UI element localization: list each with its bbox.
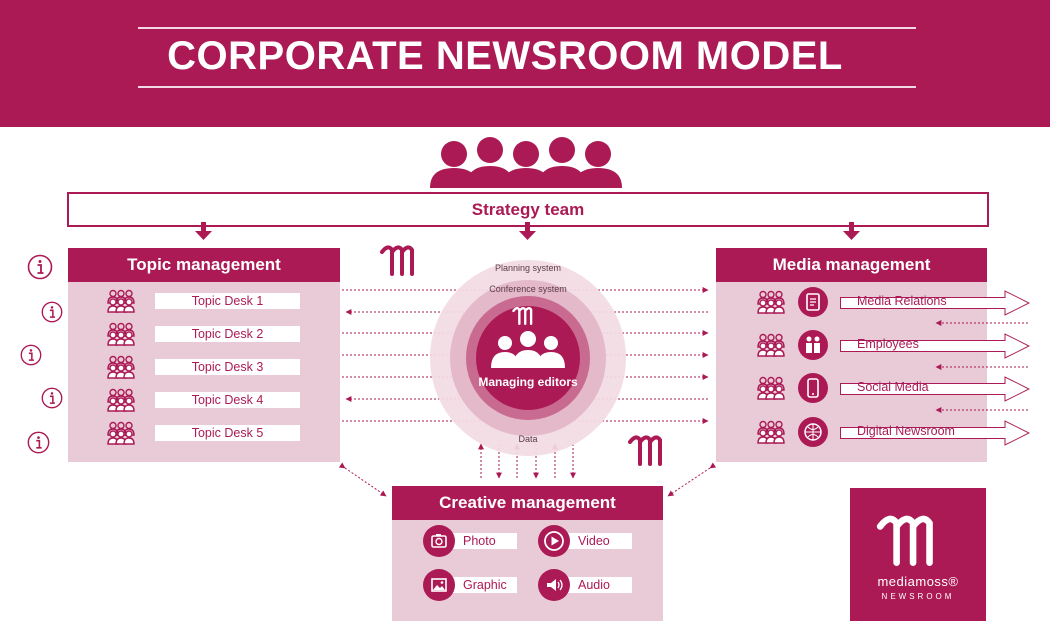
header-banner: CORPORATE NEWSROOM MODEL — [0, 0, 1050, 127]
strategy-team-people-icon — [430, 137, 622, 188]
topic-desk-row[interactable]: Topic Desk 5 — [104, 423, 304, 443]
creative-item-row[interactable]: Video — [538, 525, 634, 557]
speaker-icon — [538, 569, 570, 601]
topic-desk-row[interactable]: Topic Desk 3 — [104, 357, 304, 377]
topic-desk-label: Topic Desk 3 — [155, 359, 300, 375]
header-bottom-rule — [138, 86, 916, 88]
outline-arrow-shape — [840, 420, 1030, 446]
outline-arrow-shape — [840, 290, 1030, 316]
mediamoss-mark-icon — [628, 432, 678, 466]
social-media-icon — [798, 373, 828, 403]
data-label: Data — [518, 434, 538, 444]
strategy-down-arrows — [195, 222, 860, 240]
topic-desk-label: Topic Desk 1 — [155, 293, 300, 309]
creative-item-label: Graphic — [447, 577, 517, 593]
outline-arrow-shape — [840, 333, 1030, 359]
managing-editors-people-icon — [491, 331, 565, 368]
page-title: CORPORATE NEWSROOM MODEL — [167, 34, 843, 78]
logo-name: mediamoss® — [877, 574, 959, 589]
digital-newsroom-icon — [798, 417, 828, 447]
mediamoss-mark-icon — [380, 242, 430, 276]
creative-item-row[interactable]: Audio — [538, 569, 634, 601]
managing-editors-label: Managing editors — [478, 375, 578, 389]
media-item-row[interactable]: Digital Newsroom — [754, 417, 1030, 447]
employees-icon — [798, 330, 828, 360]
play-icon — [538, 525, 570, 557]
topic-desk-label: Topic Desk 4 — [155, 392, 300, 408]
logo-subtitle: NEWSROOM — [881, 592, 955, 601]
strategy-team-label: Strategy team — [471, 200, 585, 219]
image-icon — [423, 569, 455, 601]
planning-system-label: Planning system — [494, 263, 562, 273]
topic-desk-row[interactable]: Topic Desk 4 — [104, 390, 304, 410]
media-item-row[interactable]: Media Relations — [754, 287, 1030, 317]
creative-item-label: Audio — [562, 577, 632, 593]
mediamoss-logo-mark-icon — [868, 510, 968, 566]
media-management-header: Media management — [716, 248, 987, 282]
topic-desk-label: Topic Desk 5 — [155, 425, 300, 441]
media-item-row[interactable]: Employees — [754, 330, 1030, 360]
media-item-label: Employees — [857, 337, 919, 351]
media-item-row[interactable]: Social Media — [754, 373, 1030, 403]
camera-icon — [423, 525, 455, 557]
topic-desk-row[interactable]: Topic Desk 1 — [104, 291, 304, 311]
creative-item-row[interactable]: Graphic — [423, 569, 519, 601]
topic-desk-label: Topic Desk 2 — [155, 326, 300, 342]
creative-item-row[interactable]: Photo — [423, 525, 519, 557]
outline-arrow-shape — [840, 376, 1030, 402]
media-item-label: Social Media — [857, 380, 929, 394]
strategy-team-box: Strategy team — [67, 192, 989, 227]
topic-management-header: Topic management — [68, 248, 340, 282]
media-item-label: Media Relations — [857, 294, 947, 308]
topic-desk-row[interactable]: Topic Desk 2 — [104, 324, 304, 344]
media-item-label: Digital Newsroom — [857, 424, 955, 438]
creative-management-header: Creative management — [392, 486, 663, 520]
conference-system-label: Conference system — [489, 284, 567, 294]
header-top-rule — [138, 27, 916, 29]
media-relations-icon — [798, 287, 828, 317]
mediamoss-logo: mediamoss® NEWSROOM — [850, 488, 986, 621]
creative-item-label: Photo — [447, 533, 517, 549]
creative-item-label: Video — [562, 533, 632, 549]
mediamoss-mark-icon — [512, 305, 542, 325]
